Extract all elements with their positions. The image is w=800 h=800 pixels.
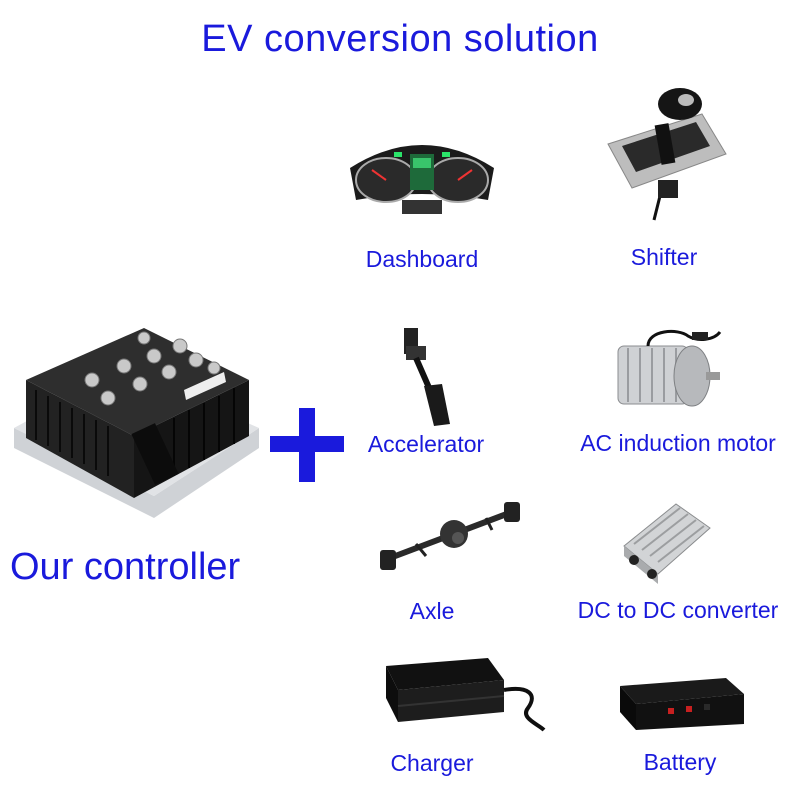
item-label-charger: Charger: [390, 750, 474, 776]
plus-icon: [270, 408, 344, 482]
item-label-accelerator: Accelerator: [367, 431, 485, 457]
charger-icon: [378, 650, 548, 732]
item-label-dcdc: DC to DC converter: [577, 597, 779, 623]
battery-icon: [606, 672, 750, 732]
item-label-ac-motor: AC induction motor: [580, 430, 776, 456]
item-label-battery: Battery: [643, 749, 717, 775]
shifter-icon: [602, 84, 732, 224]
page-title: EV conversion solution: [201, 18, 599, 60]
item-label-axle: Axle: [409, 598, 455, 624]
motor-icon: [608, 322, 728, 414]
controller-image: [4, 318, 266, 528]
controller-label: Our controller: [10, 546, 241, 588]
item-label-dashboard: Dashboard: [365, 246, 479, 272]
axle-icon: [376, 494, 526, 578]
item-label-shifter: Shifter: [630, 244, 698, 270]
accelerator-pedal-icon: [396, 324, 456, 428]
dashboard-icon: [342, 128, 502, 224]
converter-icon: [618, 494, 714, 586]
